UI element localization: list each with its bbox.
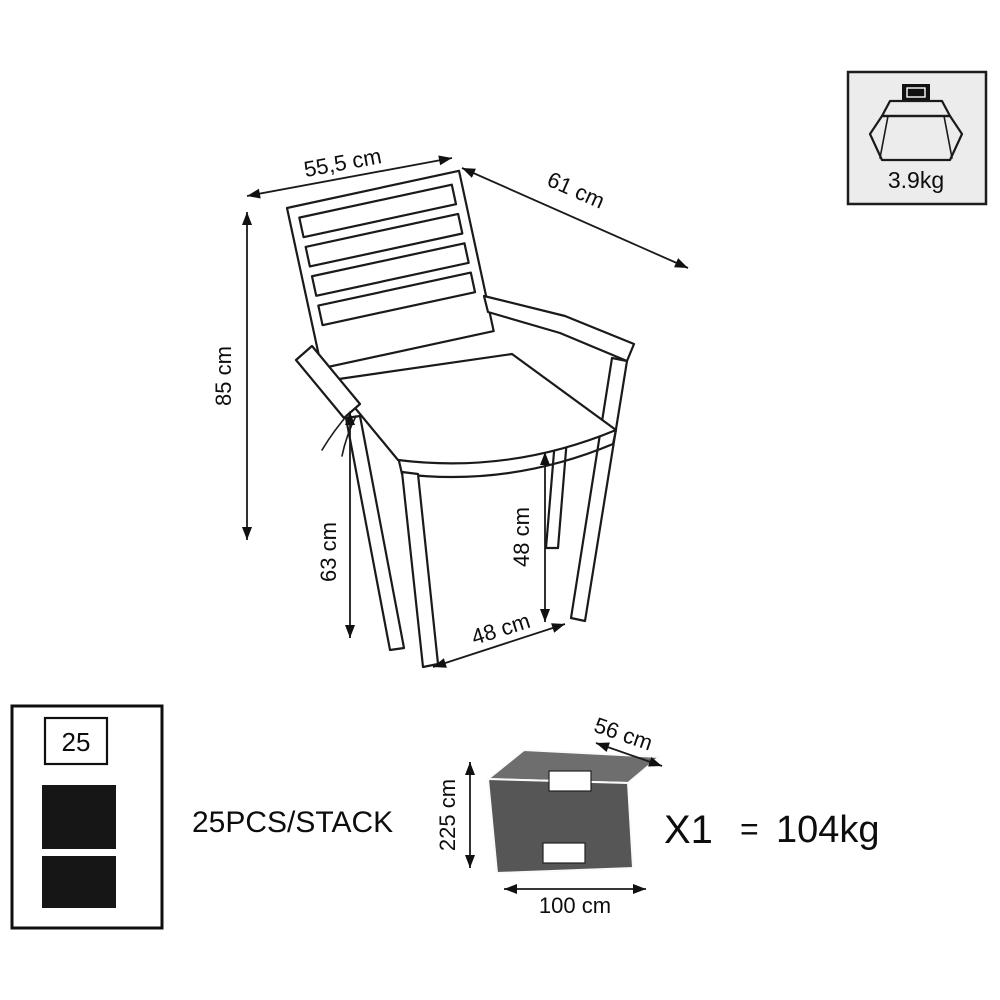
backrest-slat xyxy=(298,183,458,239)
backrest-slat xyxy=(317,271,477,327)
chair-drawing xyxy=(285,169,636,669)
stack-panel: 25 xyxy=(10,704,164,930)
chair-dimensions: 55,5 cm 61 cm 85 cm 63 cm 48 cm 48 cm xyxy=(211,143,689,668)
dim-total-height-label: 85 cm xyxy=(211,346,236,406)
dim-package-depth-label: 56 cm xyxy=(591,712,656,755)
stack-label: 25PCS/STACK xyxy=(192,806,393,839)
package-shipping-label xyxy=(542,842,586,864)
dim-package-width-label: 100 cm xyxy=(539,893,611,918)
dim-back-width-label: 55,5 cm xyxy=(302,143,384,182)
dim-back-width-arrow xyxy=(246,155,453,199)
chair-seat-cushion xyxy=(330,352,618,465)
chair-front-right-leg xyxy=(569,356,629,623)
equals-sign: = xyxy=(740,811,759,847)
chair-right-armrest xyxy=(482,294,636,363)
dim-package-depth-arrow xyxy=(595,742,663,767)
dim-package-height-label: 225 cm xyxy=(435,779,460,851)
chair-front-left-leg xyxy=(400,470,440,669)
dim-seat-width-label: 48 cm xyxy=(468,608,533,650)
backrest-slat xyxy=(304,212,464,268)
stack-block xyxy=(42,856,116,908)
dim-depth-label: 61 cm xyxy=(544,167,609,214)
dim-seat-width-arrow xyxy=(432,623,566,668)
dim-depth-arrow xyxy=(461,167,689,269)
chair-backrest xyxy=(285,169,495,370)
package-quantity: X1 xyxy=(664,808,713,852)
stack-count: 25 xyxy=(62,727,91,757)
stack-block xyxy=(42,785,116,849)
total-weight-line: X1 = 104kg xyxy=(664,808,880,852)
weight-badge-value: 3.9kg xyxy=(888,167,944,193)
cushion-tie-ribbon xyxy=(321,411,351,451)
total-weight: 104kg xyxy=(776,809,880,851)
dim-seat-height-label: 48 cm xyxy=(509,507,534,567)
scale-icon xyxy=(868,84,964,162)
stack-count-box xyxy=(43,716,109,766)
dim-armrest-height-label: 63 cm xyxy=(316,522,341,582)
package-shipping-label xyxy=(548,770,592,792)
weight-badge: 3.9kg xyxy=(846,70,988,206)
package-drawing xyxy=(485,748,662,875)
